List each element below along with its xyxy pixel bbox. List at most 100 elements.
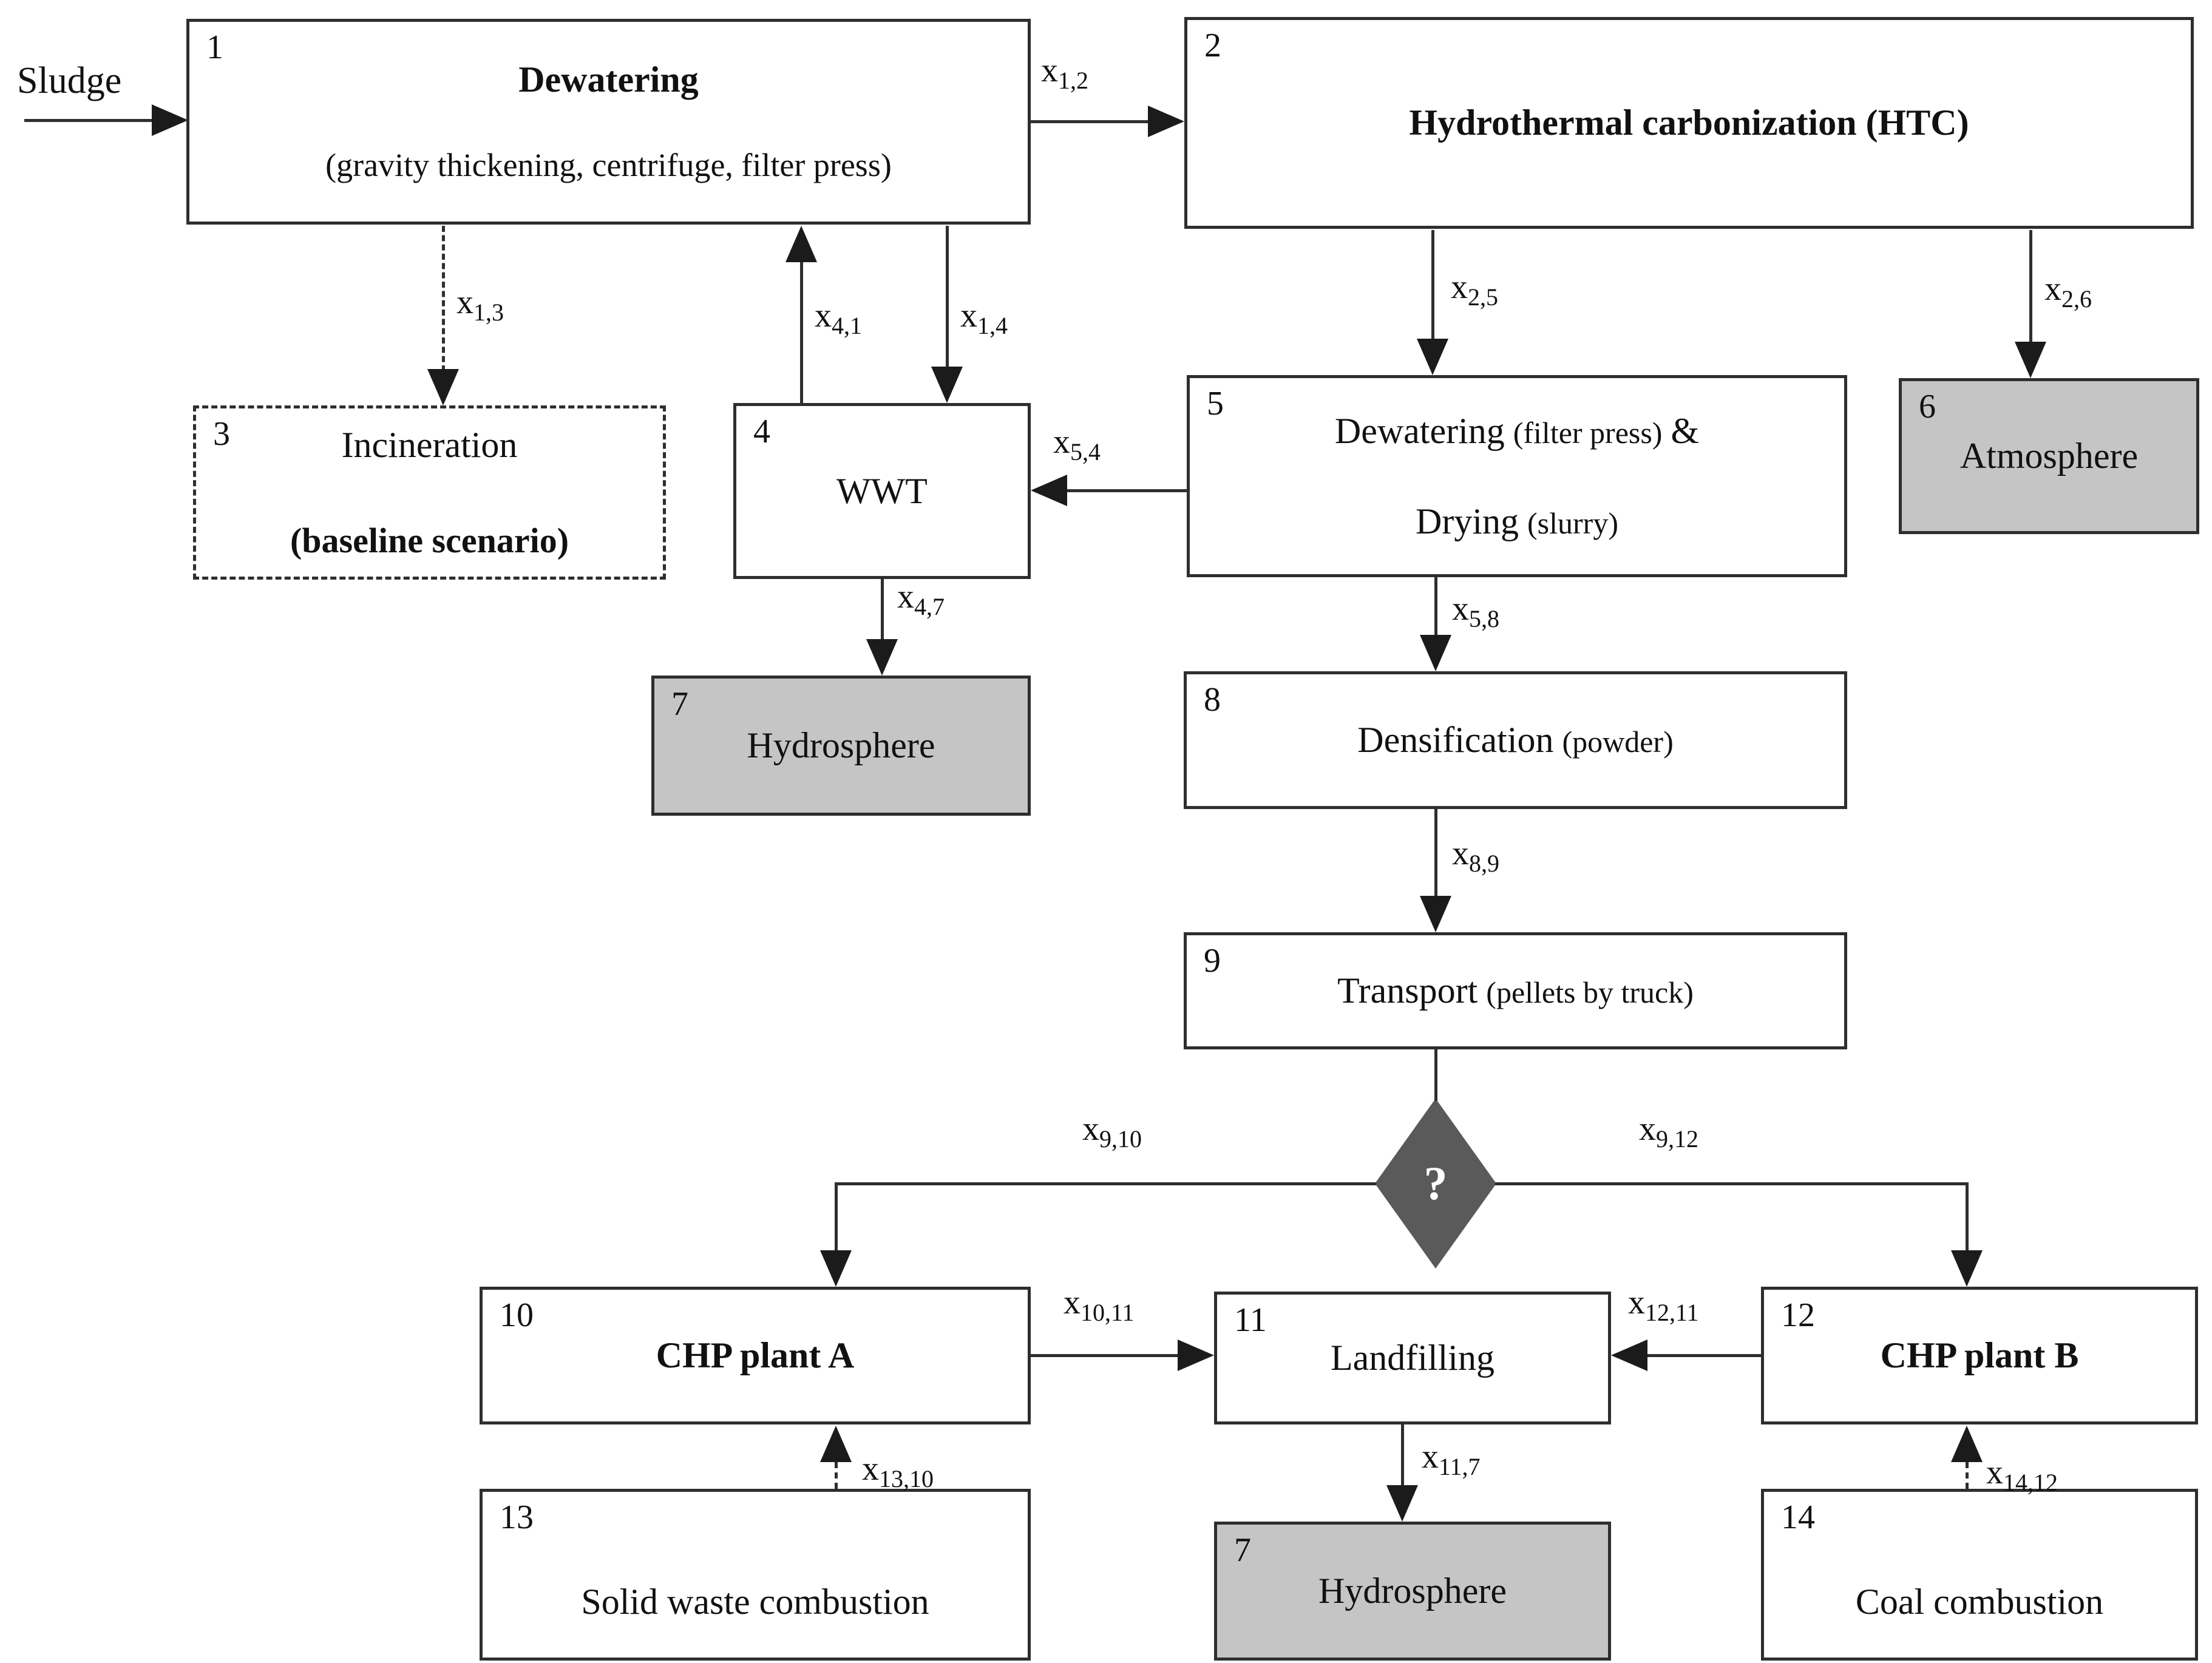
terminal-box-6-atmosphere: 6 Atmosphere	[1899, 378, 2199, 534]
branch-line-x9-12	[1495, 1182, 1967, 1185]
box-9-title: Transport(pellets by truck)	[1337, 970, 1694, 1011]
flow-label-x11-7: x11,7	[1422, 1438, 1481, 1481]
box-2-number: 2	[1204, 27, 1221, 64]
flow-label-x9-12: x9,12	[1639, 1110, 1698, 1153]
box-4-title: WWT	[836, 470, 928, 511]
process-box-11-landfilling: 11 Landfilling	[1214, 1292, 1611, 1424]
box-3-title: Incineration	[341, 424, 518, 465]
arrowhead-x5-4-icon	[1031, 475, 1067, 506]
box-6-number: 6	[1919, 388, 1936, 425]
process-box-2-htc: 2 Hydrothermal carbonization (HTC)	[1184, 17, 2194, 229]
arrowhead-x10-11-icon	[1178, 1340, 1214, 1371]
box-7-title: Hydrosphere	[747, 725, 935, 765]
arrow-line-x12-11	[1646, 1354, 1761, 1357]
flow-label-x1-2: x1,2	[1041, 52, 1088, 95]
arrow-line-x14-12	[1966, 1462, 1969, 1489]
branch-line-x9-10	[836, 1182, 1376, 1185]
box-12-number: 12	[1781, 1296, 1815, 1334]
process-box-9-transport: 9 Transport(pellets by truck)	[1184, 932, 1847, 1049]
sludge-input-label: Sludge	[17, 60, 122, 101]
arrowhead-x1-4-icon	[931, 367, 963, 403]
drop-line-x9-10	[835, 1182, 838, 1250]
arrowhead-x8-9-icon	[1420, 896, 1451, 932]
arrow-line-x5-4	[1067, 489, 1187, 492]
box-5-line2: Drying(slurry)	[1416, 501, 1618, 541]
box-9-number: 9	[1204, 942, 1221, 980]
box-10-number: 10	[500, 1296, 534, 1334]
arrow-line-x2-6	[2029, 230, 2032, 342]
flow-label-x13-10: x13,10	[862, 1450, 934, 1493]
arrowhead-x4-7-icon	[866, 639, 898, 676]
question-mark: ?	[1423, 1157, 1448, 1210]
box-2-title: Hydrothermal carbonization (HTC)	[1409, 103, 1969, 143]
box-5-number: 5	[1207, 385, 1224, 422]
flow-label-x4-7: x4,7	[897, 578, 945, 621]
arrowhead-x2-6-icon	[2015, 342, 2046, 378]
process-box-14-coal-combustion: 14 Coal combustion	[1761, 1489, 2198, 1661]
flow-label-x4-1: x4,1	[815, 297, 862, 340]
arrowhead-x5-8-icon	[1420, 635, 1451, 671]
terminal-box-7-hydrosphere-lower: 7 Hydrosphere	[1214, 1522, 1611, 1661]
box-13-title: Solid waste combustion	[581, 1582, 929, 1622]
box-5-line1: Dewatering(filter press)&	[1334, 410, 1700, 451]
box-1-subtitle: (gravity thickening, centrifuge, filter …	[325, 147, 892, 184]
flow-label-x14-12: x14,12	[1986, 1454, 2058, 1497]
flow-label-x10-11: x10,11	[1064, 1284, 1135, 1327]
flow-label-x1-4: x1,4	[960, 297, 1008, 340]
arrow-line-x2-5	[1431, 230, 1434, 339]
process-box-13-solid-waste-combustion: 13 Solid waste combustion	[480, 1489, 1031, 1661]
arrow-line-x10-11	[1031, 1354, 1179, 1357]
box-3-number: 3	[213, 415, 230, 453]
box-1-number: 1	[206, 29, 223, 66]
process-box-1-dewatering: 1 Dewatering (gravity thickening, centri…	[186, 19, 1031, 225]
arrow-line-x1-4	[946, 226, 949, 367]
decision-diamond: ?	[1375, 1099, 1496, 1268]
process-box-8-densification: 8 Densification(powder)	[1184, 671, 1847, 809]
arrowhead-x2-5-icon	[1417, 339, 1448, 375]
box-12-title: CHP plant B	[1880, 1335, 2079, 1375]
arrowhead-x11-7-icon	[1386, 1485, 1418, 1522]
flow-label-x5-4: x5,4	[1053, 423, 1101, 466]
box-10-title: CHP plant A	[656, 1335, 855, 1375]
arrow-line-x1-3	[442, 226, 445, 371]
arrow-line-x1-2	[1031, 120, 1149, 123]
arrow-line-x13-10	[835, 1462, 838, 1489]
box-11-title: Landfilling	[1331, 1338, 1494, 1378]
box-6-title: Atmosphere	[1959, 436, 2139, 476]
flow-label-x5-8: x5,8	[1452, 590, 1499, 633]
flow-label-x9-10: x9,10	[1082, 1110, 1142, 1153]
line-transport-to-decision	[1434, 1049, 1437, 1101]
arrow-line-x4-7	[881, 579, 884, 640]
sludge-arrow-line	[24, 119, 153, 122]
process-box-10-chp-plant-a: 10 CHP plant A	[480, 1287, 1031, 1424]
box-14-title: Coal combustion	[1855, 1582, 2104, 1622]
flow-label-x1-3: x1,3	[456, 283, 504, 327]
flow-label-x2-6: x2,6	[2044, 270, 2092, 313]
box-7b-number: 7	[1234, 1531, 1251, 1569]
box-7-number: 7	[671, 685, 688, 723]
box-14-number: 14	[1781, 1499, 1815, 1536]
box-4-number: 4	[753, 413, 770, 450]
process-box-12-chp-plant-b: 12 CHP plant B	[1761, 1287, 2198, 1424]
box-7b-title: Hydrosphere	[1318, 1571, 1507, 1611]
arrow-line-x8-9	[1434, 809, 1437, 896]
arrowhead-x14-12-icon	[1951, 1426, 1983, 1462]
arrowhead-x1-3-icon	[427, 369, 459, 405]
drop-line-x9-12	[1966, 1182, 1969, 1250]
arrowhead-x9-10-icon	[820, 1250, 852, 1287]
process-box-3-incineration: 3 Incineration (baseline scenario)	[193, 405, 666, 580]
box-3-subtitle: (baseline scenario)	[290, 520, 569, 560]
arrowhead-x13-10-icon	[820, 1426, 852, 1462]
flow-label-x8-9: x8,9	[1452, 835, 1499, 878]
arrowhead-x9-12-icon	[1951, 1250, 1983, 1287]
arrowhead-x1-2-icon	[1148, 106, 1184, 137]
sludge-arrowhead-icon	[152, 104, 188, 136]
terminal-box-7-hydrosphere-upper: 7 Hydrosphere	[651, 676, 1031, 816]
arrowhead-x12-11-icon	[1611, 1340, 1647, 1371]
box-13-number: 13	[500, 1499, 534, 1536]
flow-label-x2-5: x2,5	[1451, 268, 1498, 311]
box-11-number: 11	[1234, 1301, 1267, 1339]
box-1-title: Dewatering	[518, 59, 699, 100]
box-8-title: Densification(powder)	[1357, 720, 1674, 760]
